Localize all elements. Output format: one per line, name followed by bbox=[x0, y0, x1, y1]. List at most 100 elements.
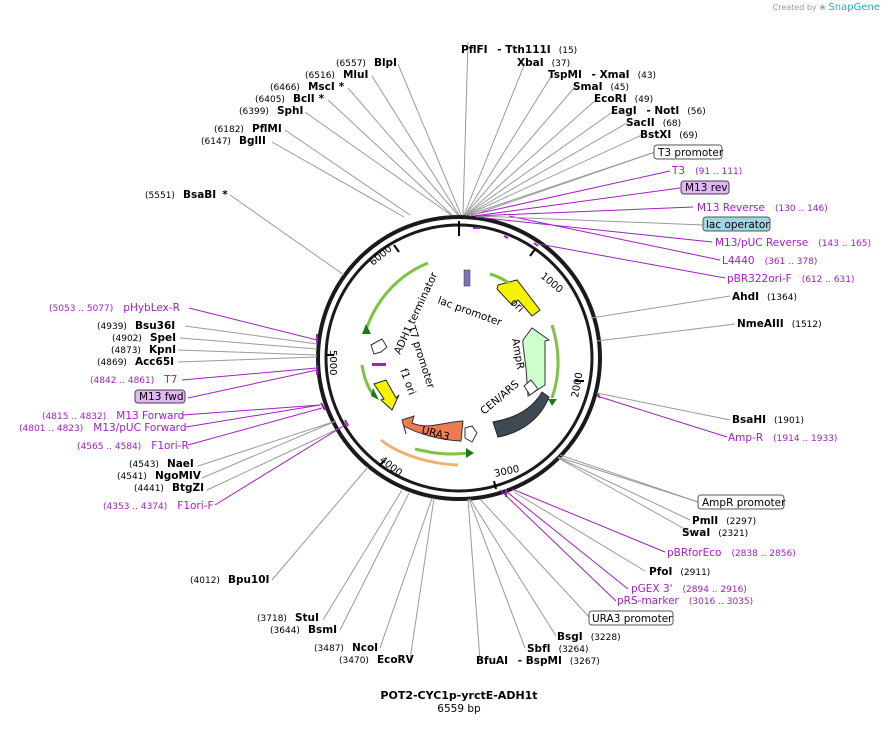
enzyme-bsu36i: Bsu36I bbox=[135, 320, 175, 332]
t7-primer-mark bbox=[372, 363, 386, 366]
feature-m13-puc-reverse-range: (143 .. 165) bbox=[818, 239, 871, 249]
enzyme-xbai: XbaI bbox=[517, 57, 544, 69]
plasmid-size: 6559 bp bbox=[437, 703, 481, 715]
svg-text:(4543)NaeI: (4543) NaeI bbox=[129, 458, 194, 470]
feature-connectors bbox=[181, 170, 728, 602]
enzyme-bcli: BclI bbox=[293, 93, 315, 105]
enzyme-mlui-pos: (6516) bbox=[305, 71, 335, 81]
right-feature-labels: T3(91 .. 111) M13 rev M13 Reverse(130 ..… bbox=[617, 165, 871, 607]
svg-text:(3718)StuI: (3718)StuI bbox=[257, 612, 319, 624]
feature-t3-range: (91 .. 111) bbox=[695, 167, 742, 177]
ampr-promoter-box bbox=[697, 494, 785, 510]
feature-t7-range: (4842 .. 4861) bbox=[90, 376, 154, 386]
enzyme-msci-pos: (6466) bbox=[270, 83, 300, 93]
enzyme-sbfi: SbfI bbox=[527, 643, 551, 655]
enzyme-stui: StuI bbox=[295, 612, 319, 624]
svg-text:T3(91 .. 111): T3 (91 .. 111) bbox=[671, 165, 742, 177]
feature-m13-puc-forward-range: (4801 .. 4823) bbox=[19, 424, 83, 434]
f1-ori-arrow bbox=[373, 379, 400, 411]
feature-prs-marker: pRS-marker bbox=[617, 595, 680, 607]
svg-text:(4541)NgoMIV: (4541)NgoMIV bbox=[117, 470, 202, 482]
feature-amp-r-range: (1914 .. 1933) bbox=[773, 434, 837, 444]
enzyme-sacii: SacII bbox=[626, 117, 655, 129]
cen-ars-label: CEN/ARS bbox=[478, 378, 522, 417]
enzyme-eagi-pos: (56) bbox=[687, 107, 705, 117]
enzyme-ecori: EcoRI bbox=[594, 93, 627, 105]
enzyme-kpni: KpnI bbox=[149, 344, 176, 356]
box-connectors bbox=[469, 151, 705, 503]
feature-f1ori-r-range: (4565 .. 4584) bbox=[77, 442, 141, 452]
ampr-promoter-arrow bbox=[523, 379, 539, 396]
enzyme-bpu10i-pos: (4012) bbox=[190, 576, 220, 586]
left-enzyme-labels: (6557)BlpI (6516)MluI (6466)MscI* (6405)… bbox=[97, 57, 415, 666]
left-feature-labels: (5053 .. 5077)pHybLex-R (4842 .. 4861)T7… bbox=[19, 302, 214, 512]
enzyme-connectors bbox=[177, 41, 736, 661]
enzyme-bsabi: BsaBI bbox=[183, 189, 216, 201]
svg-text:(4873)KpnI: (4873)KpnI bbox=[111, 344, 176, 356]
enzyme-naei: NaeI bbox=[167, 458, 194, 470]
tick-2000: 2000 bbox=[570, 372, 585, 399]
enzyme-ecorv-pos: (3470) bbox=[339, 656, 369, 666]
svg-text:pBRforEco(2838 .. 2856): pBRforEco(2838 .. 2856) bbox=[667, 547, 796, 559]
svg-text:pRS-marker(3016 .. 3035): pRS-marker(3016 .. 3035) bbox=[617, 595, 753, 607]
feature-l4440: L4440 bbox=[722, 255, 755, 267]
ampr-promoter-label: AmpR promoter bbox=[702, 497, 786, 509]
enzyme-bpu10i: Bpu10I bbox=[228, 574, 270, 586]
svg-text:PfoI(2911): PfoI(2911) bbox=[649, 566, 710, 578]
ura3-promoter-arrow bbox=[464, 425, 478, 443]
enzyme-spei-pos: (4902) bbox=[112, 334, 142, 344]
enzyme-bcli-mark: * bbox=[319, 93, 325, 105]
svg-text:BstXI(69): BstXI(69) bbox=[640, 129, 698, 141]
enzyme-pmli-pos: (2297) bbox=[726, 517, 756, 527]
green-arrowheads bbox=[362, 324, 557, 458]
m13-fwd-box bbox=[134, 389, 186, 404]
f1-ori-label: f1 ori bbox=[397, 367, 418, 397]
feature-f1ori-f-range: (4353 .. 4374) bbox=[103, 502, 167, 512]
enzyme-blpi: BlpI bbox=[374, 57, 397, 69]
svg-text:L4440(361 .. 378): L4440 (361 .. 378) bbox=[722, 255, 817, 267]
svg-text:(5551)BsaBI*: (5551)BsaBI* bbox=[145, 189, 228, 201]
enzyme-naei-pos: (4543) bbox=[129, 460, 159, 470]
svg-text:pBR322ori-F(612 .. 631): pBR322ori-F(612 .. 631) bbox=[727, 273, 855, 285]
enzyme-ngomiv: NgoMIV bbox=[155, 470, 202, 482]
snapgene-name: SnapGene bbox=[828, 2, 880, 13]
svg-text:(6147)BglII: (6147)BglII bbox=[201, 135, 266, 147]
svg-text:pGEX 3'(2894 .. 2916): pGEX 3'(2894 .. 2916) bbox=[631, 583, 747, 595]
svg-text:(4902)SpeI: (4902) SpeI bbox=[112, 332, 176, 344]
feature-f1ori-f: F1ori-F bbox=[177, 500, 213, 512]
svg-text:(4565 .. 4584)F1ori-R: (4565 .. 4584)F1ori-R bbox=[77, 440, 189, 452]
svg-text:(4801 .. 4823)M13/pUC Forward: (4801 .. 4823) M13/pUC Forward bbox=[19, 422, 186, 434]
enzyme-bsabi-mark: * bbox=[222, 189, 228, 201]
svg-text:NmeAIII(1512): NmeAIII(1512) bbox=[737, 318, 822, 330]
feature-l4440-range: (361 .. 378) bbox=[765, 257, 818, 267]
svg-text:EagI - NotI(56): EagI - NotI(56) bbox=[611, 105, 706, 117]
scale-ticks bbox=[325, 244, 584, 490]
feature-t7: T7 bbox=[163, 374, 177, 386]
svg-text:BsaHI(1901): BsaHI(1901) bbox=[732, 414, 804, 426]
tick-3000: 3000 bbox=[493, 464, 520, 480]
enzyme-msci: MscI bbox=[308, 81, 335, 93]
cen-ars-block bbox=[492, 391, 550, 438]
svg-text:SbfI(3264): SbfI(3264) bbox=[527, 643, 589, 655]
enzyme-pfoi-pos: (2911) bbox=[680, 568, 710, 578]
enzyme-bsgi-pos: (3228) bbox=[591, 633, 621, 643]
adh1-terminator-arrow bbox=[370, 338, 388, 355]
snapgene-logo-icon: ❀ bbox=[819, 3, 826, 12]
lac-promoter-label: lac promoter bbox=[436, 295, 504, 329]
svg-text:(6182)PflMI: (6182)PflMI bbox=[214, 123, 282, 135]
enzyme-bsgi: BsgI bbox=[557, 631, 583, 643]
enzyme-spei: SpeI bbox=[150, 332, 176, 344]
lac-operator-label: lac operator bbox=[706, 219, 770, 231]
enzyme-bfuai: BfuAI bbox=[476, 655, 508, 667]
svg-text:(6466)MscI*: (6466)MscI* bbox=[270, 81, 345, 93]
enzyme-bsmi: BsmI bbox=[308, 624, 337, 636]
feature-m13-puc-forward: M13/pUC Forward bbox=[93, 422, 186, 434]
enzyme-bsu36i-pos: (4939) bbox=[97, 322, 127, 332]
svg-text:XbaI(37): XbaI(37) bbox=[517, 57, 570, 69]
ura3-arrow bbox=[401, 415, 464, 442]
svg-text:(4842 .. 4861)T7: (4842 .. 4861) T7 bbox=[90, 374, 177, 386]
svg-text:(4815 .. 4832)M13 Forward: (4815 .. 4832)M13 Forward bbox=[42, 410, 184, 422]
enzyme-ecori-pos: (49) bbox=[635, 95, 653, 105]
feature-pbr322ori-f-range: (612 .. 631) bbox=[802, 275, 855, 285]
feature-t3: T3 bbox=[671, 165, 685, 177]
